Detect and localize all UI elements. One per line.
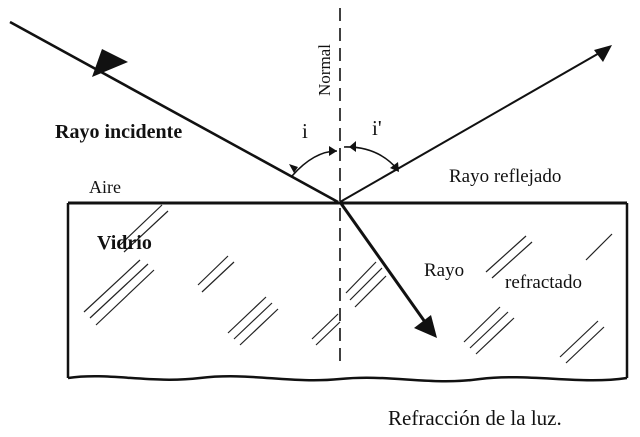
- medium-top-label: Aire: [89, 177, 121, 197]
- incident-ray-label: Rayo incidente: [55, 121, 182, 143]
- glass-bottom-edge: [67, 375, 628, 383]
- reflection-angle-arc: [343, 146, 399, 171]
- normal-label: Normal: [315, 44, 334, 96]
- glass-block: [66, 201, 629, 383]
- angle-incidence-label: i: [302, 119, 308, 143]
- glass-hatching: [83, 204, 613, 364]
- figure-caption: Refracción de la luz.: [388, 406, 562, 430]
- angle-reflection-label: i': [372, 116, 382, 140]
- incident-ray: [9, 20, 339, 204]
- refracted-ray-label-line1: Rayo: [424, 260, 464, 281]
- refracted-arrowhead-icon: [414, 315, 437, 338]
- incidence-arc-arrow-icon: [289, 164, 298, 173]
- refracted-ray-label-line2: refractado: [505, 272, 582, 293]
- arrowhead-icon: [92, 49, 128, 77]
- medium-bottom-label: Vidrio: [97, 232, 152, 254]
- reflected-ray: [339, 47, 609, 203]
- reflected-arrowhead-icon: [594, 45, 612, 62]
- reflected-ray-label: Rayo reflejado: [449, 166, 561, 187]
- reflection-arc-arrow-icon: [390, 162, 399, 172]
- reflection-arc-arrow-icon: [349, 141, 356, 152]
- incidence-arc-arrow-icon: [329, 146, 337, 156]
- refracted-ray: [338, 201, 427, 323]
